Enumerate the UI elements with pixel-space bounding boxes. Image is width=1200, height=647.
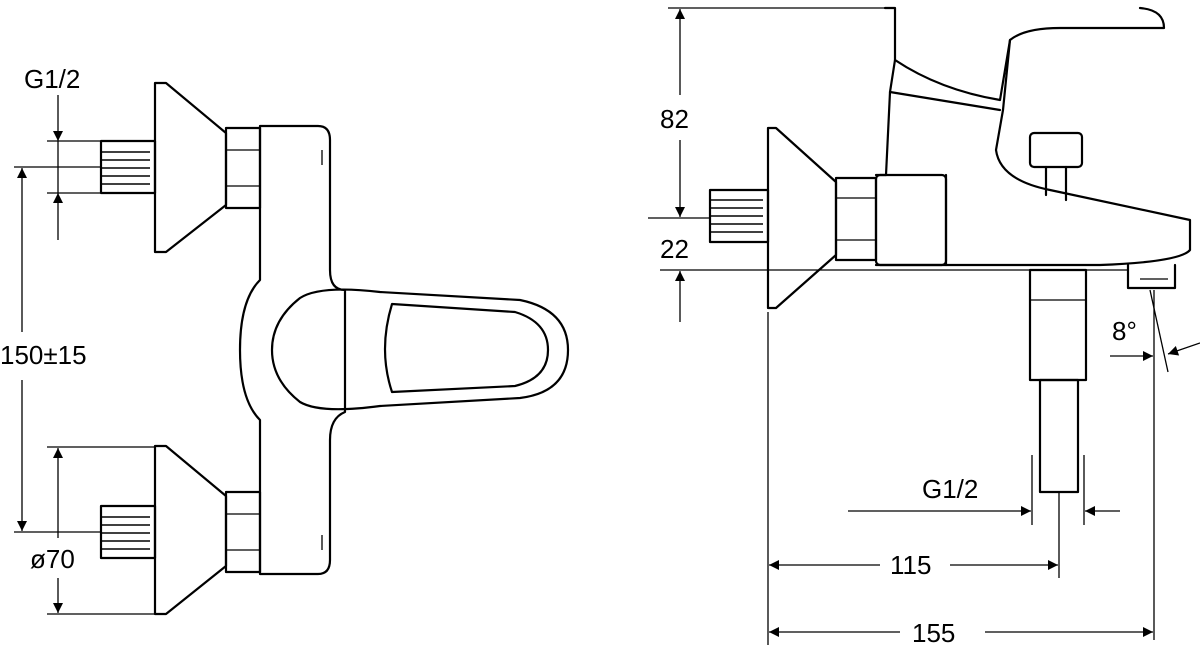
lower-hex-nut	[224, 490, 262, 574]
outlet-aerator	[1126, 263, 1177, 290]
faucet-body	[238, 124, 347, 576]
side-body-cylinder	[874, 173, 948, 267]
label-depth-total: 155	[912, 618, 955, 647]
lower-inlet-thread	[99, 504, 157, 560]
label-height-top: 82	[660, 104, 689, 134]
side-lever	[893, 38, 1012, 102]
dim-side-thread	[848, 455, 1120, 525]
lever-handle-inner	[383, 302, 550, 394]
dim-depth-outlet	[767, 312, 1060, 645]
dim-center-distance	[14, 166, 100, 533]
side-rosette	[766, 126, 838, 310]
upper-inlet-thread	[99, 139, 157, 195]
label-center-distance: 150±15	[0, 340, 87, 370]
front-view: G1/2 150±15 ø70	[0, 64, 570, 616]
dim-height-outlet	[660, 269, 1128, 322]
dim-rosette-diameter	[47, 446, 155, 615]
dim-height-top	[648, 7, 885, 219]
label-front-thread: G1/2	[24, 64, 80, 94]
dim-angle	[1110, 289, 1200, 640]
lower-rosette	[153, 444, 228, 616]
lever-handle-outer	[270, 288, 570, 411]
side-hex-nut	[834, 176, 878, 262]
label-rosette-diameter: ø70	[30, 544, 75, 574]
label-angle: 8°	[1112, 316, 1137, 346]
side-inlet-thread	[708, 188, 770, 244]
side-spout	[883, 6, 1192, 267]
label-height-outlet: 22	[660, 234, 689, 264]
label-side-thread: G1/2	[922, 474, 978, 504]
hose-outlet	[1028, 268, 1088, 494]
diverter-knob	[1028, 131, 1084, 202]
side-view: 82 22 8° G1/2 115	[648, 6, 1200, 647]
upper-hex-nut	[224, 126, 262, 210]
upper-rosette	[153, 81, 228, 254]
label-depth-outlet: 115	[890, 550, 931, 580]
